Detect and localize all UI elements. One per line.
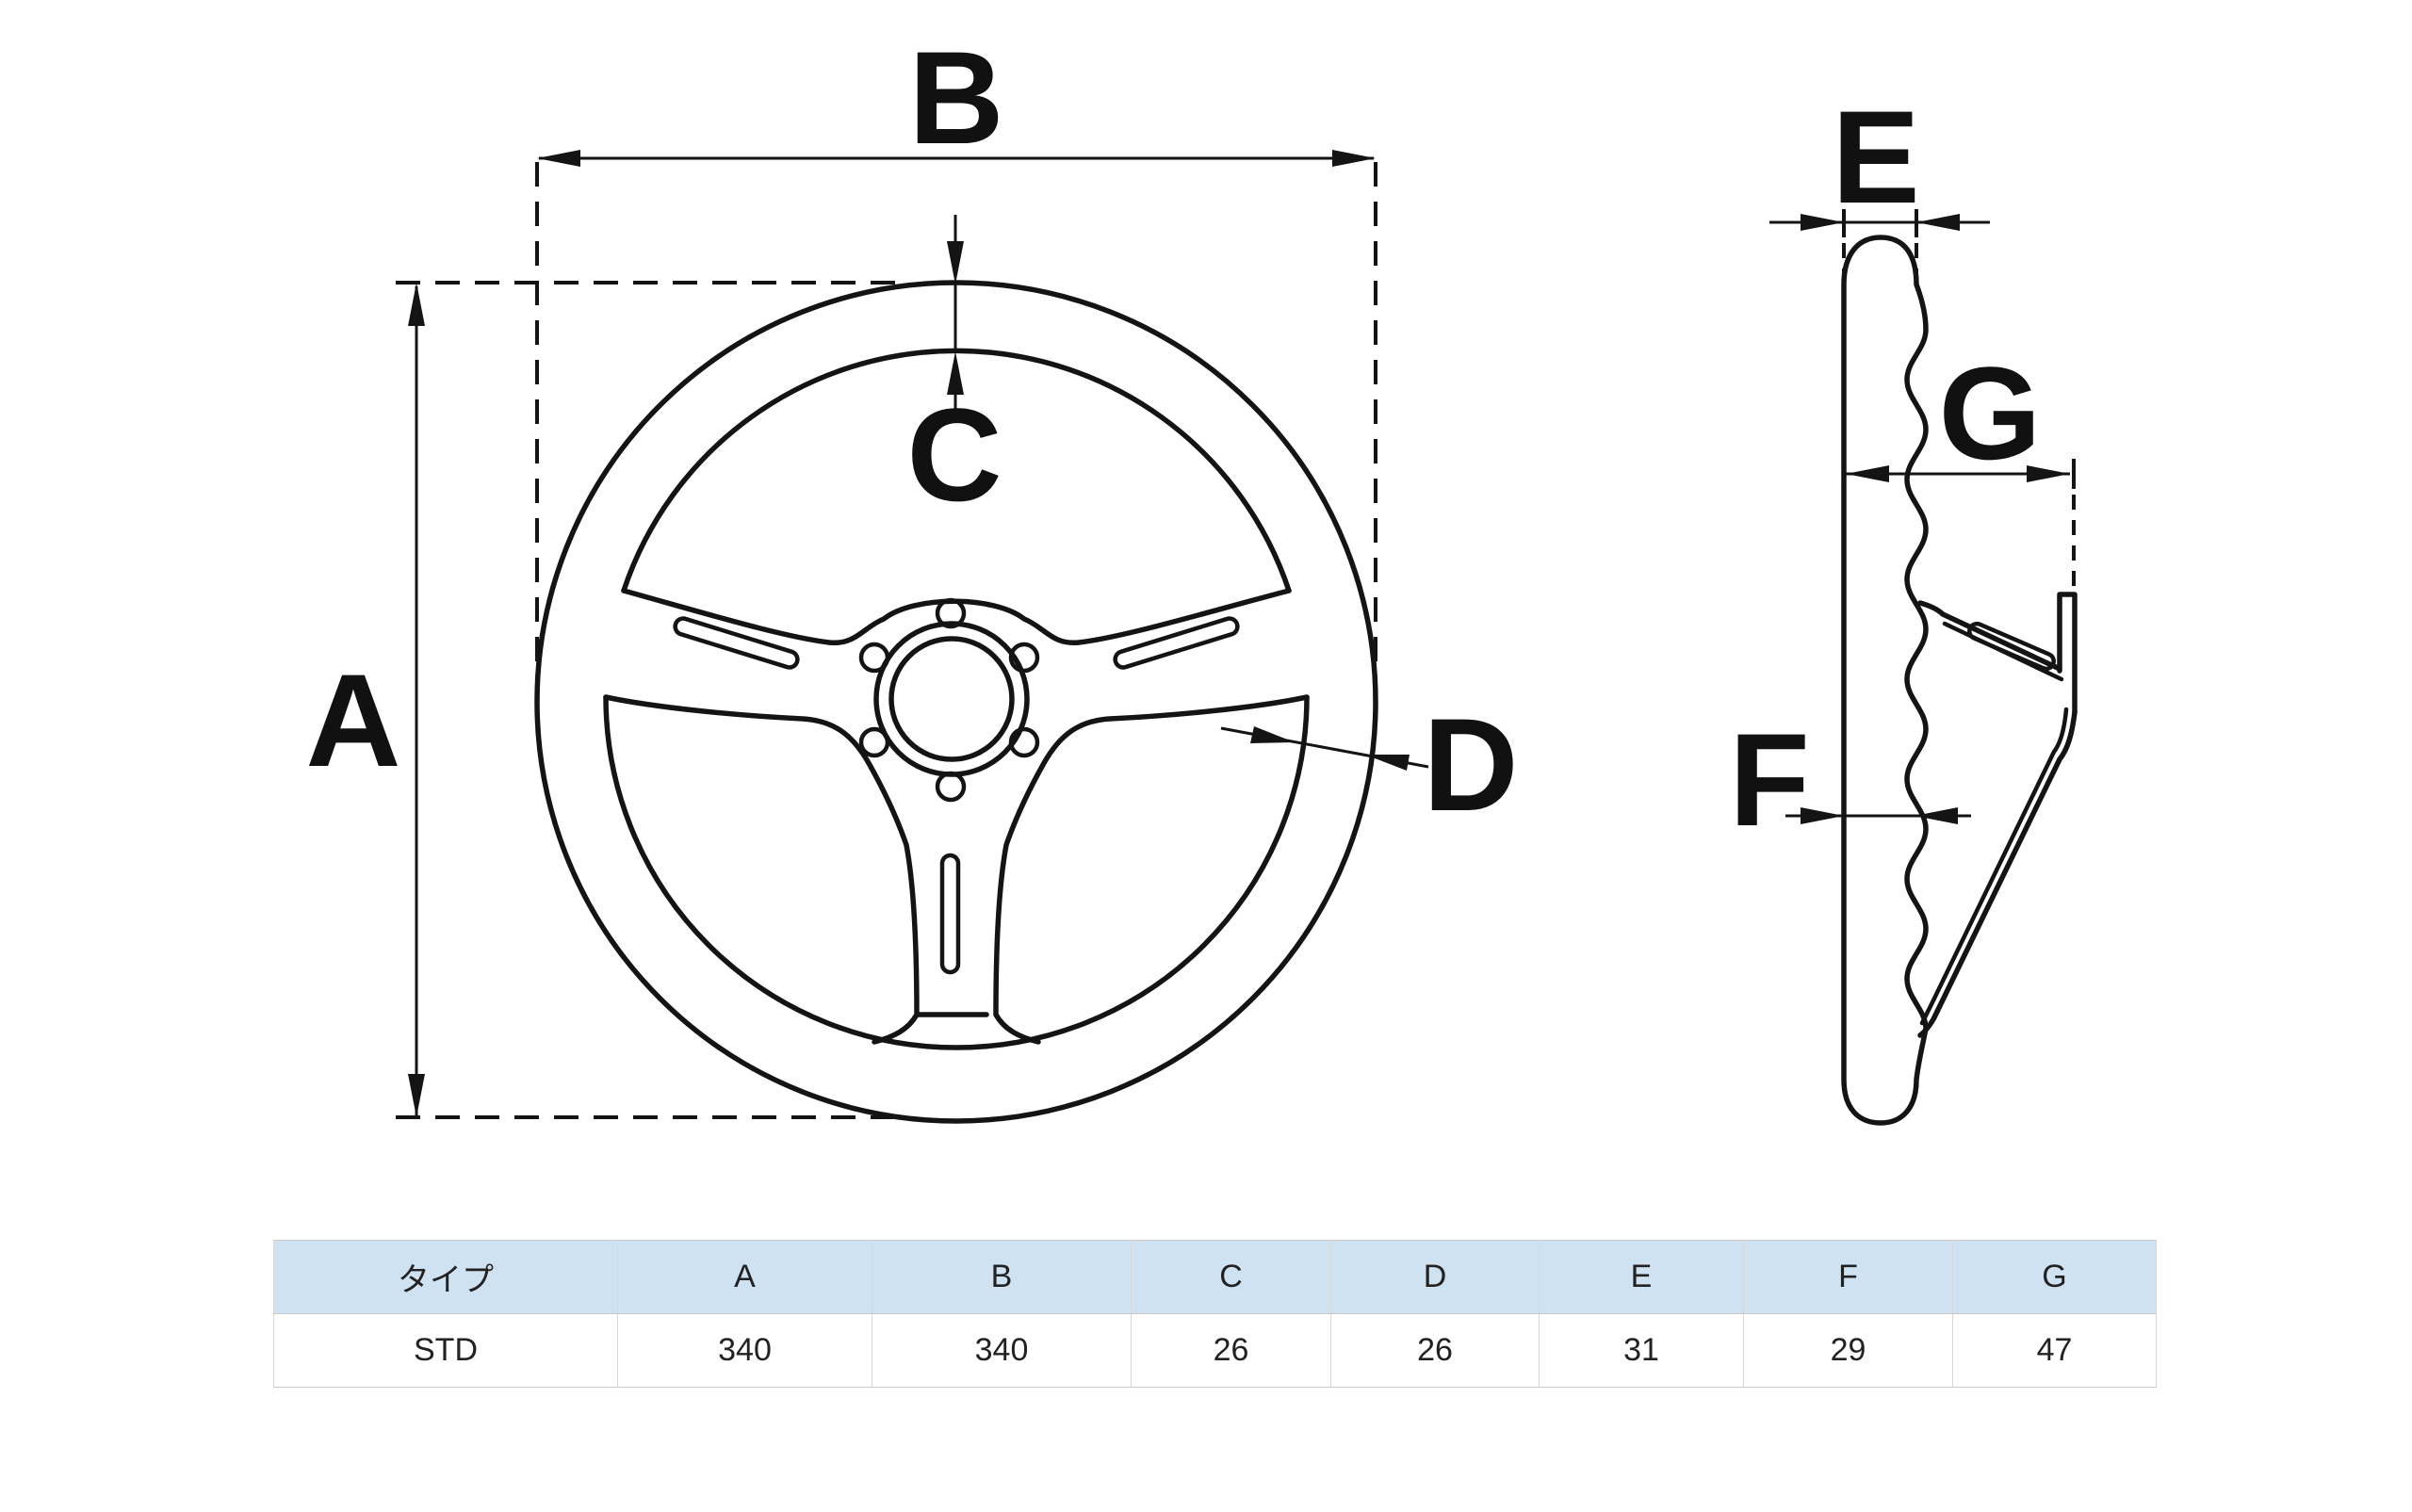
spec-value-g: 47 (1952, 1313, 2157, 1388)
dim-label-c: C (906, 381, 1002, 528)
hub-ring-inner (888, 636, 1015, 762)
col-header-type: タイプ (273, 1240, 618, 1314)
hub-ring-outer (873, 621, 1030, 777)
bolt-hole (935, 771, 967, 803)
col-header-g: G (1952, 1240, 2157, 1314)
arrowhead (1916, 214, 1960, 231)
spec-table: タイプ A B C D E F G STD 340 340 26 26 31 (273, 1240, 2157, 1388)
arrowhead (1250, 726, 1295, 743)
outer-rim-circle (534, 280, 1378, 1124)
dim-f: F (1729, 706, 1971, 854)
spoke-slot-side (1967, 621, 2056, 672)
spec-header-row: タイプ A B C D E F G (273, 1240, 2157, 1314)
dim-label-e: E (1832, 83, 1919, 231)
hub-flange-lip (2057, 592, 2078, 715)
spec-value-d: 26 (1330, 1313, 1540, 1388)
arrowhead (1801, 807, 1844, 824)
spoke-slot-bottom (939, 853, 961, 975)
dim-label-b: B (908, 24, 1003, 171)
bolt-hole (858, 642, 890, 674)
spec-value-e: 31 (1539, 1313, 1744, 1388)
arrowhead (1846, 465, 1889, 482)
dim-label-a: A (305, 646, 400, 794)
arrowhead (1365, 755, 1410, 771)
spec-value-a: 340 (617, 1313, 872, 1388)
dim-a: A (305, 281, 903, 1119)
arrowhead (1332, 150, 1376, 167)
arrowhead (2027, 465, 2070, 482)
spoke-lower-left-boundary (603, 694, 920, 1045)
spoke-slot-right (1113, 616, 1240, 670)
spoke-slot-left (673, 616, 800, 670)
spec-value-type: STD (273, 1313, 618, 1388)
spec-data-row: STD 340 340 26 26 31 29 47 (273, 1313, 2157, 1388)
bolt-hole (935, 597, 967, 629)
spoke-profile-lower-edge (1917, 709, 2078, 1038)
arrowhead (1801, 214, 1844, 231)
col-header-b: B (872, 1240, 1132, 1314)
spoke-profile-lower-inner-line (1919, 707, 2069, 1026)
front-view (534, 280, 1378, 1124)
spec-value-b: 340 (872, 1313, 1132, 1388)
dim-d: D (1220, 691, 1519, 838)
arrowhead (1915, 807, 1958, 824)
arrowhead (408, 1074, 425, 1117)
bolt-hole (858, 726, 890, 758)
spoke-upper-boundary (621, 588, 1292, 645)
dim-label-d: D (1423, 691, 1518, 838)
dim-g: G (1846, 339, 2076, 592)
inner-rim-bottom-arc (603, 694, 1310, 1050)
arrowhead (947, 351, 964, 395)
spec-value-f: 29 (1743, 1313, 1953, 1388)
col-header-d: D (1330, 1240, 1540, 1314)
spoke-lower-right-boundary (993, 694, 1310, 1045)
dim-b: B (535, 24, 1377, 699)
arrowhead (947, 241, 964, 285)
side-view (1841, 235, 2078, 1126)
arrowhead (408, 283, 425, 326)
rim-profile (1841, 235, 1929, 1126)
col-header-e: E (1539, 1240, 1744, 1314)
spec-table-container: タイプ A B C D E F G STD 340 340 26 26 31 (273, 1240, 2157, 1388)
bolt-hole (1008, 642, 1040, 674)
col-header-f: F (1743, 1240, 1953, 1314)
dim-e: E (1769, 83, 1990, 279)
spec-value-c: 26 (1131, 1313, 1331, 1388)
dim-c: C (906, 215, 1002, 528)
col-header-a: A (617, 1240, 872, 1314)
spoke-profile-top-edge (1917, 600, 2062, 672)
dim-label-f: F (1729, 706, 1810, 854)
dim-label-g: G (1939, 339, 2042, 487)
col-header-c: C (1131, 1240, 1331, 1314)
bolt-hole (1008, 726, 1040, 758)
arrowhead (537, 150, 580, 167)
